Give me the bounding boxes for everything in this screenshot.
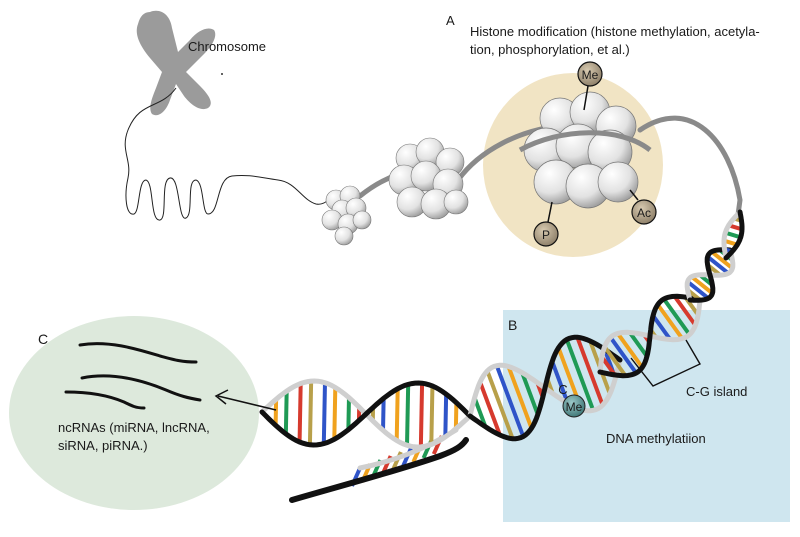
base-pair: [662, 297, 692, 336]
methyl-tag-icon: Me: [577, 61, 603, 111]
panel-c-label: C: [38, 331, 48, 347]
base-pair: [656, 303, 684, 340]
base-pair: [616, 332, 644, 369]
base-pair: [381, 398, 386, 431]
base-pair: [706, 255, 730, 275]
base-pair: [600, 355, 617, 377]
base-pair: [710, 250, 734, 270]
base-pair: [283, 391, 289, 434]
me-tag-label: Me: [582, 68, 599, 82]
cg-island-bracket: [630, 339, 701, 387]
base-pair: [429, 386, 435, 445]
ncrna-label-line2: siRNA, piRNA.): [58, 438, 148, 453]
base-pair: [443, 394, 449, 437]
base-pair: [418, 383, 425, 447]
dna-backbone: [259, 380, 473, 448]
base-pair: [394, 388, 400, 441]
dna-backbone: [687, 247, 733, 303]
base-pair: [550, 360, 570, 405]
base-pair: [575, 336, 605, 406]
base-pair: [405, 384, 411, 446]
base-pair: [297, 383, 303, 442]
base-pair: [602, 345, 628, 377]
dna-backbone: [597, 293, 703, 379]
base-pair: [628, 331, 649, 358]
chromosome-icon: [136, 10, 216, 116]
base-pair: [724, 230, 742, 240]
histone-wrap: [518, 130, 652, 153]
base-pair: [683, 295, 700, 317]
dna-backbone: [467, 334, 623, 442]
dna-thread: [124, 87, 339, 221]
ncrna-strands: [64, 342, 202, 410]
base-pair: [690, 275, 714, 295]
cytosine-label: C: [558, 382, 567, 397]
nucleosome-medium: [388, 137, 469, 220]
base-pair: [564, 338, 596, 412]
panel-a-label: A: [446, 13, 455, 28]
base-pair: [321, 382, 327, 444]
dna-methylation-label: DNA methylatiion: [606, 431, 706, 446]
ncrna-label-line1: ncRNAs (miRNA, lncRNA,: [58, 420, 210, 435]
base-pair: [453, 402, 459, 429]
base-pair: [478, 381, 502, 436]
base-pair: [472, 397, 488, 428]
me-dna-label: Me: [566, 400, 583, 414]
chromosome-label: Chromosome: [188, 39, 266, 54]
base-pair: [520, 371, 540, 416]
histone-title-line1: Histone modification (histone methylatio…: [470, 24, 760, 39]
base-pair: [485, 370, 515, 440]
base-pair: [307, 381, 314, 445]
base-pair: [346, 397, 351, 430]
base-pair: [672, 295, 698, 327]
ncrna-arrow: [214, 389, 277, 411]
cg-island-label: C-G island: [686, 384, 747, 399]
dna-helix: [259, 209, 745, 503]
dna-backbone: [721, 209, 743, 261]
base-pair: [494, 364, 526, 438]
nucleosome-small: [321, 185, 372, 246]
panel-b-label: B: [508, 317, 517, 333]
dna-backbone: [289, 437, 469, 503]
base-pair: [651, 314, 672, 341]
base-pair: [332, 387, 338, 440]
ac-tag-label: Ac: [637, 206, 651, 220]
methylation-panel: [503, 310, 790, 522]
ncrna-ellipse: [9, 316, 259, 510]
base-pair: [608, 336, 638, 375]
base-pair: [686, 280, 710, 300]
dna-backbone: [723, 209, 745, 261]
histone-title-line2: tion, phosphorylation, et al.): [470, 42, 630, 57]
methyl-cytosine-icon: Me C: [558, 382, 586, 418]
phospho-tag-icon: P: [533, 201, 559, 247]
acetyl-tag-icon: Ac: [629, 189, 657, 225]
p-tag-label: P: [542, 228, 550, 242]
base-pair: [273, 399, 279, 426]
base-pair: [506, 365, 534, 429]
